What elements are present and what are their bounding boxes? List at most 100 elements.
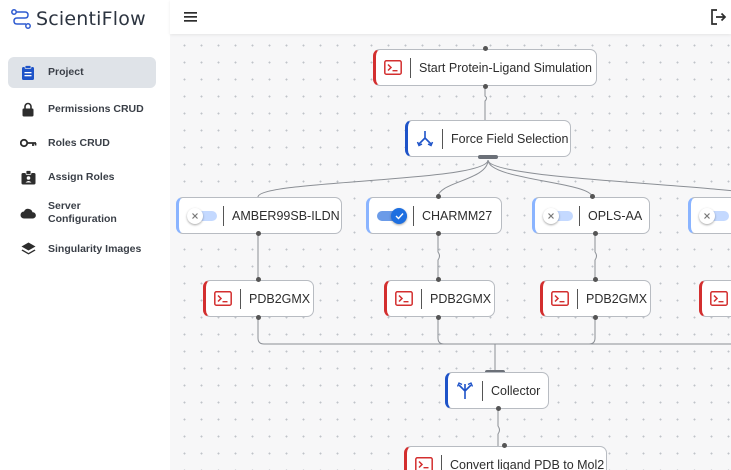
sidebar-item-permissions[interactable]: Permissions CRUD <box>8 92 156 126</box>
node-separator <box>579 205 580 226</box>
sidebar-item-assign-roles[interactable]: Assign Roles <box>8 160 156 194</box>
port-in[interactable] <box>502 443 507 448</box>
sidebar-item-label: Singularity Images <box>48 242 142 255</box>
port-in[interactable] <box>436 194 441 199</box>
node-label: Convert ligand PDB to Mol2 <box>450 457 605 470</box>
node-separator <box>410 57 411 78</box>
toggle-switch-off[interactable] <box>699 207 729 224</box>
node-label: PDB2GMX <box>249 291 311 306</box>
menu-icon[interactable] <box>182 8 200 26</box>
node-separator <box>421 288 422 309</box>
port-out[interactable] <box>593 315 598 320</box>
sidebar-item-server-configuration[interactable]: Server Configuration <box>8 194 156 232</box>
sidebar-nav: Project Permissions CRUD Roles CRUD Assi… <box>8 57 156 266</box>
fork-icon <box>408 130 442 148</box>
app-name: ScientiFlow <box>36 8 146 30</box>
node-separator <box>441 454 442 470</box>
node-label: Force Field Selection <box>451 131 569 146</box>
node-label: PDB2GMX <box>430 291 492 306</box>
sidebar-item-singularity-images[interactable]: Singularity Images <box>8 232 156 266</box>
port-in[interactable] <box>436 277 441 282</box>
node-force-field-selection[interactable]: Force Field Selection <box>405 120 571 157</box>
node-opls-aa[interactable]: OPLS-AA <box>532 197 650 234</box>
node-label: CHARMM27 <box>422 208 493 223</box>
node-amber99sb-ildn[interactable]: AMBER99SB-ILDN <box>176 197 342 234</box>
node-pdb2gmx-2[interactable]: PDB2GMX <box>384 280 495 317</box>
workflow-canvas[interactable]: Start Protein-Ligand Simulation Force Fi… <box>170 34 731 470</box>
node-pdb2gmx-3[interactable]: PDB2GMX <box>540 280 651 317</box>
port-in[interactable] <box>593 277 598 282</box>
edge-forcefield-fourth <box>487 159 731 192</box>
toggle-switch-off[interactable] <box>187 207 217 224</box>
sidebar-item-label: Permissions CRUD <box>48 102 144 115</box>
node-separator <box>442 128 443 149</box>
key-icon <box>8 138 48 148</box>
close-icon <box>699 207 715 224</box>
node-label: AMBER99SB-ILDN <box>232 208 340 223</box>
terminal-icon <box>376 60 410 75</box>
toggle-switch-on[interactable] <box>377 207 407 224</box>
clipboard-icon <box>8 64 48 81</box>
edge-charmm-pdb2 <box>437 234 440 280</box>
node-convert-ligand[interactable]: Convert ligand PDB to Mol2 <box>404 446 607 470</box>
lock-icon <box>8 102 48 117</box>
logo-icon <box>10 8 32 30</box>
check-icon <box>391 207 407 224</box>
sidebar-item-roles[interactable]: Roles CRUD <box>8 126 156 160</box>
sidebar-item-label: Roles CRUD <box>48 136 110 149</box>
layers-icon <box>8 242 48 256</box>
close-icon <box>187 207 203 224</box>
node-separator <box>240 288 241 309</box>
close-icon <box>543 207 559 224</box>
app-brand[interactable]: ScientiFlow <box>10 4 146 34</box>
logout-icon[interactable] <box>708 7 728 27</box>
node-label: Start Protein-Ligand Simulation <box>419 60 593 75</box>
sidebar-item-project[interactable]: Project <box>8 57 156 88</box>
branch-handle[interactable] <box>478 155 498 159</box>
port-out[interactable] <box>256 231 261 236</box>
badge-icon <box>8 169 48 185</box>
port-out[interactable] <box>483 84 488 89</box>
edge-forcefield-amber <box>257 159 489 198</box>
node-collector[interactable]: Collector <box>445 372 549 409</box>
edge-pdb1-collector <box>257 318 495 345</box>
edge-collector-convert <box>497 408 500 447</box>
port-out[interactable] <box>256 315 261 320</box>
port-out[interactable] <box>496 406 501 411</box>
sidebar: ScientiFlow Project Permissions CRUD Rol… <box>0 0 170 470</box>
node-start-simulation[interactable]: Start Protein-Ligand Simulation <box>373 49 597 86</box>
node-separator <box>413 205 414 226</box>
cloud-icon <box>8 208 48 219</box>
terminal-icon <box>702 291 731 306</box>
node-separator <box>577 288 578 309</box>
sidebar-item-label: Server Configuration <box>48 200 117 225</box>
node-label: Collector <box>491 383 541 398</box>
port-out[interactable] <box>593 231 598 236</box>
terminal-icon <box>206 291 240 306</box>
toggle-switch-off[interactable] <box>543 207 573 224</box>
port-in[interactable] <box>590 194 595 199</box>
terminal-icon <box>543 291 577 306</box>
merge-icon <box>448 381 482 400</box>
port-in[interactable] <box>256 277 261 282</box>
node-separator <box>482 380 483 401</box>
node-fourth-toggle[interactable] <box>688 197 731 234</box>
port-in[interactable] <box>483 46 488 51</box>
node-pdb2gmx-1[interactable]: PDB2GMX <box>203 280 314 317</box>
node-charmm27[interactable]: CHARMM27 <box>366 197 502 234</box>
sidebar-item-label: Assign Roles <box>48 170 115 183</box>
edge-start-forcefield <box>484 87 487 122</box>
sidebar-item-label: Project <box>48 66 84 78</box>
terminal-icon <box>387 291 421 306</box>
node-label: PDB2GMX <box>586 291 648 306</box>
edge-forcefield-opls <box>487 159 593 198</box>
port-out[interactable] <box>436 315 441 320</box>
node-separator <box>223 205 224 226</box>
port-out[interactable] <box>436 231 441 236</box>
workflow-edges <box>257 87 731 447</box>
node-pdb2gmx-4[interactable] <box>699 280 731 317</box>
edge-pdb3-collector <box>495 318 596 345</box>
top-bar <box>170 0 731 34</box>
edge-opls-pdb3 <box>594 234 597 280</box>
edge-forcefield-charmm <box>437 159 489 198</box>
